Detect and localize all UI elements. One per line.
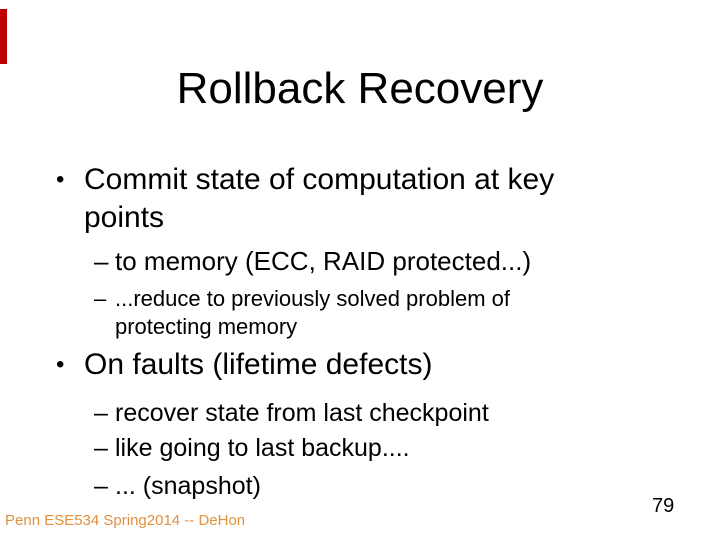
dash-icon: – [94, 434, 108, 462]
sub-bullet-item: – ... (snapshot) [94, 470, 654, 502]
dash-icon: – [94, 286, 107, 311]
bullet-item: • Commit state of computation at key poi… [56, 161, 604, 237]
footer-credit: Penn ESE534 Spring2014 -- DeHon [5, 512, 246, 529]
bullet-icon: • [56, 351, 65, 378]
bullet-item: • On faults (lifetime defects) [56, 346, 616, 384]
sub-bullet-item: – to memory (ECC, RAID protected...) [94, 245, 654, 278]
bullet-text: On faults (lifetime defects) [84, 348, 433, 381]
sub-bullet-text: ... (snapshot) [115, 472, 261, 500]
page-number: 79 [652, 495, 675, 517]
dash-icon: – [94, 472, 108, 500]
slide-title: Rollback Recovery [176, 64, 544, 113]
sub-bullet-item: – like going to last backup.... [94, 432, 654, 464]
sub-bullet-item: – ...reduce to previously solved problem… [94, 285, 574, 341]
dash-icon: – [94, 399, 108, 427]
bullet-icon: • [56, 166, 65, 193]
dash-icon: – [94, 246, 109, 276]
sub-bullet-text: ...reduce to previously solved problem o… [115, 286, 510, 339]
sub-bullet-item: – recover state from last checkpoint [94, 397, 654, 429]
sub-bullet-text: like going to last backup.... [115, 434, 410, 462]
accent-bar [0, 9, 7, 64]
bullet-text: Commit state of computation at key point… [84, 163, 555, 234]
sub-bullet-text: recover state from last checkpoint [115, 399, 489, 427]
sub-bullet-text: to memory (ECC, RAID protected...) [115, 246, 532, 276]
